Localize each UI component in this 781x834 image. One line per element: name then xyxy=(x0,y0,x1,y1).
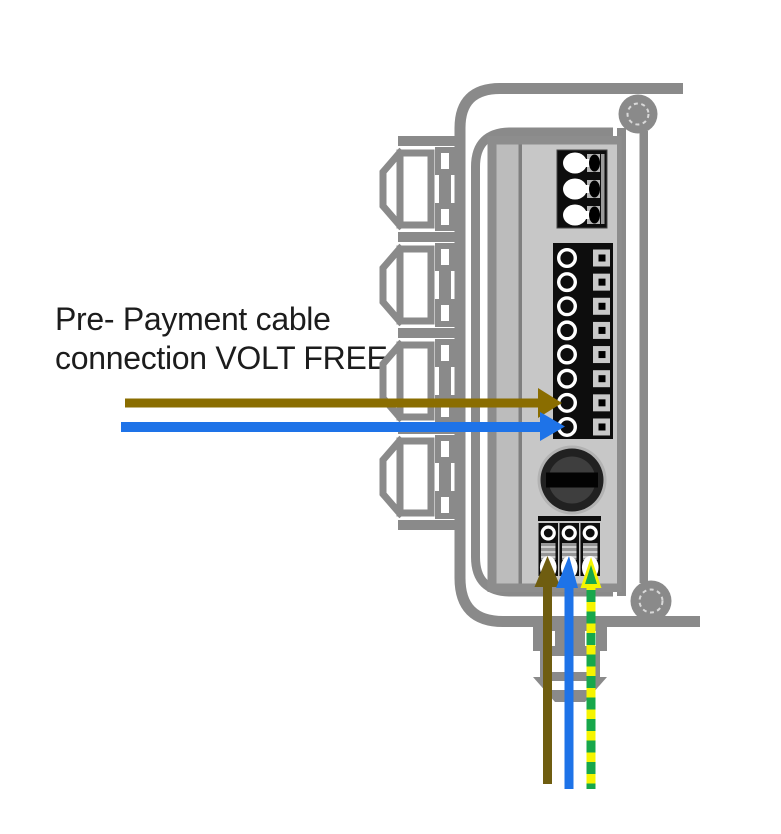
side-cable-glands xyxy=(379,136,460,530)
main-terminal-rows xyxy=(557,247,610,437)
rotary-knob xyxy=(537,445,607,515)
screw-boss-bottom xyxy=(630,580,672,622)
pre-payment-label-line1: Pre- Payment cable xyxy=(55,301,331,337)
supply-cable-blue xyxy=(556,556,578,789)
screw-boss-top xyxy=(618,94,658,134)
pre-payment-label: Pre- Payment cable connection VOLT FREE xyxy=(55,300,395,378)
hinge-line xyxy=(639,131,648,583)
supply-cable-brown xyxy=(534,556,561,784)
pre-payment-arrow-brown xyxy=(125,388,562,418)
knob-slot xyxy=(546,472,598,488)
top-terminal-block xyxy=(556,149,608,229)
top-terminal-rows xyxy=(563,152,600,226)
panel-left-strip xyxy=(496,144,519,584)
panel-divider-line xyxy=(518,144,522,584)
pre-payment-label-line2: connection VOLT FREE xyxy=(55,340,388,376)
supply-cable-earth xyxy=(580,557,602,789)
main-terminal-block xyxy=(553,243,613,439)
pre-payment-arrow-blue xyxy=(121,412,565,441)
